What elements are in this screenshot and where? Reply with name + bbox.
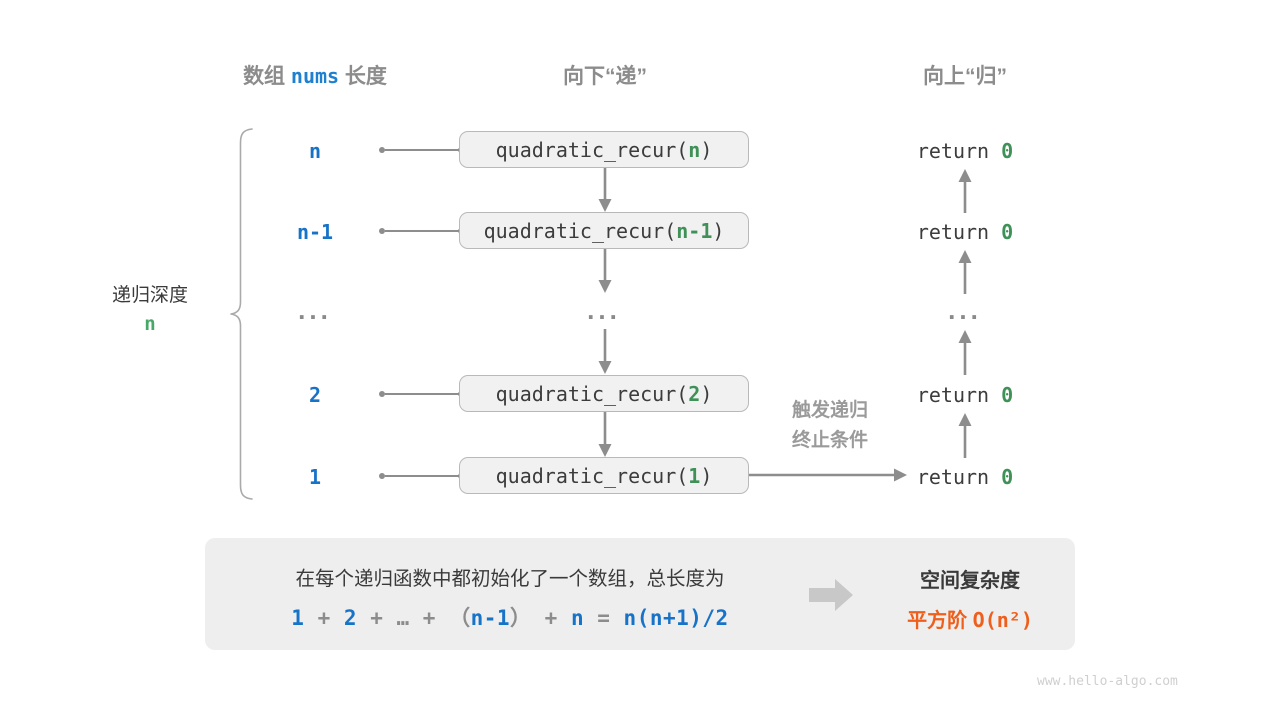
formula-token-4: …	[396, 606, 410, 630]
header-right-column: 向上“归”	[923, 65, 1007, 88]
depth-label-row-2: n-1	[296, 220, 334, 244]
return-text-5: return	[916, 465, 1002, 489]
up-arrow-1	[956, 168, 974, 218]
formula-token-6: （	[449, 606, 471, 630]
connector-line-5	[385, 475, 463, 477]
function-box-close-4: )	[700, 381, 713, 406]
connector-dot-left-2	[379, 228, 385, 234]
terminal-arrow	[749, 466, 909, 489]
return-value-2: 0	[1001, 220, 1014, 244]
function-box-row-5[interactable]: quadratic_recur(1)	[459, 457, 749, 494]
formula-token-2: 2	[343, 606, 358, 630]
summary-description: 在每个递归函数中都初始化了一个数组，总长度为	[295, 568, 725, 590]
return-label-row-2: return 0	[880, 220, 1050, 244]
connector-line-2	[385, 230, 463, 232]
function-box-close-1: )	[700, 137, 713, 162]
return-value-1: 0	[1001, 139, 1014, 163]
function-box-row-1[interactable]: quadratic_recur(n)	[459, 131, 749, 168]
formula-token-7: n-1	[470, 606, 511, 630]
function-box-name-1: quadratic_recur(	[495, 137, 689, 162]
function-box-arg-5: 1	[688, 463, 701, 488]
return-text-2: return	[916, 220, 1002, 244]
function-box-arg-4: 2	[688, 381, 701, 406]
function-box-row-3: ...	[587, 295, 621, 325]
summary-result-value: 平方阶 O(n²)	[875, 604, 1065, 633]
return-value-5: 0	[1001, 465, 1014, 489]
function-box-arg-2: n-1	[676, 218, 713, 243]
header-left-column: 数组 nums 长度	[210, 60, 420, 90]
down-arrow-1	[596, 168, 614, 218]
return-text-4: return	[916, 383, 1002, 407]
recursion-depth-brace	[228, 126, 254, 502]
return-label-row-1: return 0	[880, 139, 1050, 163]
depth-label-row-1: n	[308, 139, 322, 163]
connector-dot-left-5	[379, 473, 385, 479]
function-box-close-5: )	[700, 463, 713, 488]
summary-panel: 在每个递归函数中都初始化了一个数组，总长度为 1 + 2 + … + （n-1）…	[205, 538, 1075, 650]
up-arrow-3	[956, 329, 974, 380]
header-left-mono: nums	[290, 64, 340, 88]
summary-result-title: 空间复杂度	[920, 570, 1020, 592]
return-label-row-4: return 0	[880, 383, 1050, 407]
connector-line-4	[385, 393, 463, 395]
up-arrow-2	[956, 249, 974, 299]
summary-formula: 1 + 2 + … + （n-1） + n = n(n+1)/2	[230, 602, 790, 632]
termination-note-line1: 触发递归	[791, 400, 868, 421]
return-label-row-3: ...	[948, 295, 982, 325]
termination-note-line2: 终止条件	[791, 430, 868, 452]
summary-result-label: 平方阶	[907, 610, 968, 632]
header-middle-column: 向下“递”	[563, 65, 647, 88]
function-box-row-2[interactable]: quadratic_recur(n-1)	[459, 212, 749, 249]
summary-result-notation: O(n²)	[972, 608, 1033, 632]
function-box-name-2: quadratic_recur(	[483, 218, 677, 243]
formula-token-5: +	[409, 606, 450, 630]
depth-label-row-3: ...	[298, 295, 332, 325]
function-box-arg-1: n	[688, 137, 701, 162]
down-arrow-4	[596, 412, 614, 463]
return-value-4: 0	[1001, 383, 1014, 407]
header-left-prefix: 数组	[243, 65, 286, 88]
depth-label-row-4: 2	[308, 383, 322, 407]
return-text-1: return	[916, 139, 1002, 163]
recursion-depth-caption: 递归深度 n	[80, 281, 220, 340]
recursion-depth-caption-line1: 递归深度	[111, 285, 188, 306]
header-left-suffix: 长度	[344, 65, 387, 88]
formula-token-1: +	[304, 606, 344, 630]
formula-token-0: 1	[291, 606, 305, 630]
depth-label-row-5: 1	[308, 465, 322, 489]
formula-token-11: =	[584, 606, 624, 630]
recursion-depth-caption-line2: n	[144, 313, 156, 336]
formula-token-3: +	[357, 606, 397, 630]
down-arrow-3	[596, 329, 614, 380]
function-box-close-2: )	[712, 218, 725, 243]
function-box-row-4[interactable]: quadratic_recur(2)	[459, 375, 749, 412]
formula-token-10: n	[570, 606, 585, 630]
function-box-name-5: quadratic_recur(	[495, 463, 689, 488]
formula-token-9: +	[531, 606, 571, 630]
down-arrow-2	[596, 249, 614, 299]
return-label-row-5: return 0	[880, 465, 1050, 489]
up-arrow-4	[956, 412, 974, 463]
formula-token-12: n(n+1)/2	[623, 606, 729, 630]
connector-dot-left-1	[379, 147, 385, 153]
function-box-name-4: quadratic_recur(	[495, 381, 689, 406]
termination-note: 触发递归 终止条件	[745, 396, 915, 457]
formula-token-8: ）	[510, 606, 532, 630]
connector-dot-left-4	[379, 391, 385, 397]
watermark: www.hello-algo.com	[1037, 674, 1178, 689]
connector-line-1	[385, 149, 463, 151]
right-block-arrow-icon	[807, 578, 855, 617]
